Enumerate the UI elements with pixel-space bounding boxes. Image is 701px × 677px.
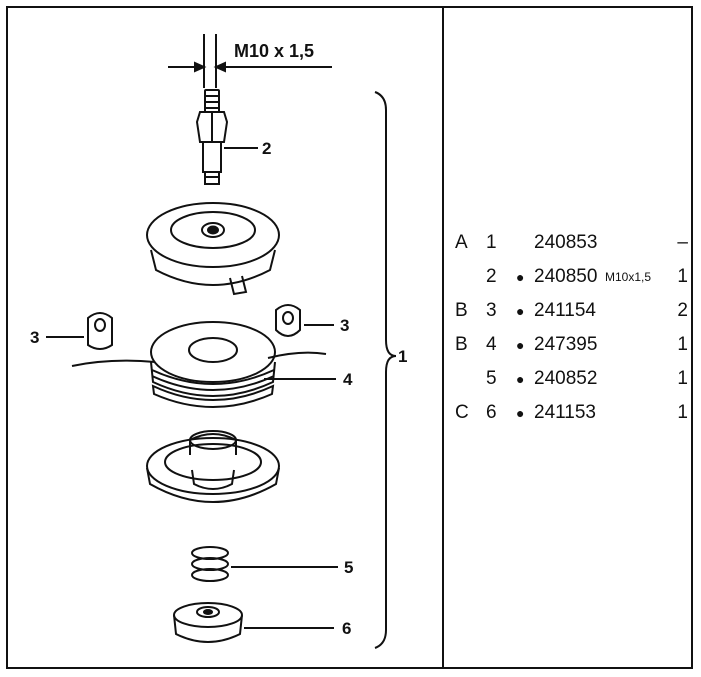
- row-position: 6: [486, 402, 497, 423]
- callout-5: 5: [344, 558, 353, 577]
- row-marker: ●: [516, 405, 525, 421]
- row-quantity: 1: [677, 266, 688, 287]
- row-marker: ●: [516, 303, 525, 319]
- row-quantity: 2: [677, 300, 688, 321]
- callout-1: 1: [398, 347, 407, 366]
- row-position: 3: [486, 300, 497, 321]
- row-position: 5: [486, 368, 497, 389]
- row-marker: ●: [516, 337, 525, 353]
- callout-3-right: 3: [340, 316, 349, 335]
- thread-dimension: [168, 34, 332, 88]
- row-position: 4: [486, 334, 497, 355]
- housing-part: [146, 430, 280, 503]
- row-note: M10x1,5: [605, 270, 652, 284]
- row-position: 1: [486, 232, 497, 253]
- button-part: [173, 602, 334, 643]
- row-group: A: [455, 232, 468, 253]
- column-divider: [442, 6, 444, 669]
- row-quantity: –: [677, 232, 688, 253]
- thread-size-label: M10 x 1,5: [234, 41, 314, 61]
- row-position: 2: [486, 266, 497, 287]
- row-quantity: 1: [677, 334, 688, 355]
- assembly-brace: [374, 91, 397, 649]
- parts-row: 5 ● 240852 1: [452, 362, 692, 396]
- spring-part: [191, 546, 338, 582]
- row-part-number: 241153: [534, 402, 596, 423]
- row-quantity: 1: [677, 368, 688, 389]
- row-part-number: 241154: [534, 300, 596, 321]
- page-frame: [6, 6, 693, 669]
- callout-2: 2: [262, 139, 271, 158]
- row-part-number: 247395: [534, 334, 598, 355]
- row-group: B: [455, 334, 468, 355]
- row-part-number: 240850: [534, 266, 598, 287]
- clip-left-part: [46, 312, 113, 350]
- spool-part: [71, 321, 336, 408]
- row-marker: ●: [516, 371, 525, 387]
- callout-6: 6: [342, 619, 351, 638]
- callout-3-left: 3: [30, 328, 39, 347]
- row-part-number: 240853: [534, 232, 598, 253]
- row-group: C: [455, 402, 469, 423]
- row-quantity: 1: [677, 402, 688, 423]
- parts-row: 2 ● 240850 M10x1,5 1: [452, 260, 692, 294]
- row-part-number: 240852: [534, 368, 598, 389]
- bolt-part: [195, 89, 258, 185]
- row-marker: ●: [516, 269, 525, 285]
- callout-4: 4: [343, 370, 353, 389]
- row-group: B: [455, 300, 468, 321]
- top-cover-part: [146, 202, 280, 296]
- clip-right-part: [275, 304, 334, 337]
